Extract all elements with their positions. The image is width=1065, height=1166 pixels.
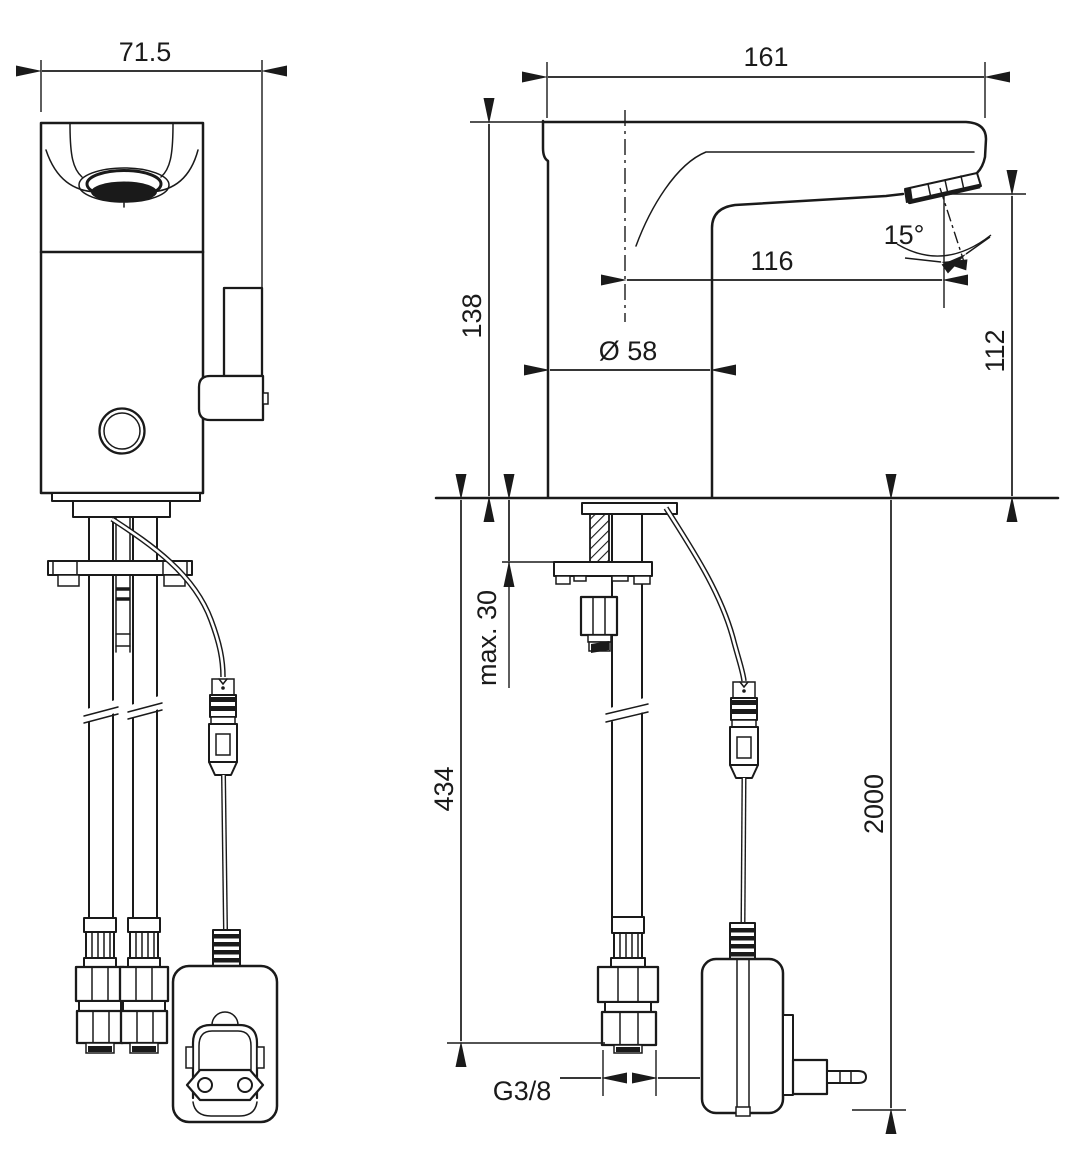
dimension-label-reach: 116 [750, 246, 793, 276]
side-view: 161 138 116 15° Ø 58 [429, 42, 1060, 1134]
outlet-aperture [78, 167, 170, 208]
cable-connector-front [208, 678, 238, 776]
threaded-rod-front [115, 516, 131, 653]
faucet-front-body [39, 121, 269, 518]
dimension-label-width: 71.5 [119, 37, 172, 67]
mounting-bracket-front [47, 560, 193, 587]
dimension-deck-thickness: max. 30 [472, 474, 557, 688]
side-under-counter [553, 502, 678, 1054]
cable-connector-side [729, 681, 759, 779]
dimension-base-diameter: Ø 58 [524, 336, 736, 376]
dimension-label-angle: 15° [884, 220, 925, 250]
dimension-outlet-height: 112 [951, 170, 1026, 522]
pipe-break-mark-side [605, 698, 649, 723]
dimension-label-diameter: Ø 58 [599, 336, 658, 366]
dimension-spout-reach: 116 [601, 192, 968, 308]
power-adapter-front [171, 929, 279, 1124]
dimension-cable-length: 2000 [852, 474, 906, 1134]
side-sensor-cable [663, 506, 759, 924]
dimension-hose-length: 434 [429, 474, 605, 1067]
dimension-body-height: 138 [457, 98, 546, 522]
sensor-window [98, 407, 146, 455]
aerator-band [904, 172, 982, 205]
hose-fitting-side [596, 916, 660, 1054]
dimension-front-width: 71.5 [16, 37, 287, 288]
power-adapter-side [700, 922, 867, 1117]
front-sensor-cable [110, 516, 238, 931]
dimension-label-hose-length: 434 [429, 766, 459, 811]
pipe-break-marks-front [83, 696, 163, 724]
plug-face [185, 1068, 265, 1102]
dimension-label-deck-thickness: max. 30 [472, 590, 502, 686]
dimension-spray-angle: 15° [884, 187, 992, 274]
plug-pin [782, 1014, 867, 1096]
dimension-thread-size: G3/8 [493, 1050, 700, 1106]
dimension-label-cable-length: 2000 [859, 774, 889, 834]
hose-fitting-left [74, 917, 126, 1054]
dimension-label-length: 161 [743, 42, 788, 72]
side-outlet-block [197, 286, 269, 422]
front-view: 71.5 [16, 37, 287, 1124]
dimension-label-height: 138 [457, 293, 487, 338]
dimension-label-outlet-height: 112 [980, 329, 1010, 372]
dimension-overall-length: 161 [522, 42, 1010, 118]
front-supply-pipes [47, 516, 193, 1054]
threaded-rod-side [589, 513, 610, 563]
dimension-label-thread: G3/8 [493, 1076, 552, 1106]
mounting-bracket-side [553, 561, 653, 585]
hose-fitting-right [118, 917, 170, 1054]
faucet-side-body [541, 110, 988, 499]
fixing-nut-side [579, 595, 619, 653]
